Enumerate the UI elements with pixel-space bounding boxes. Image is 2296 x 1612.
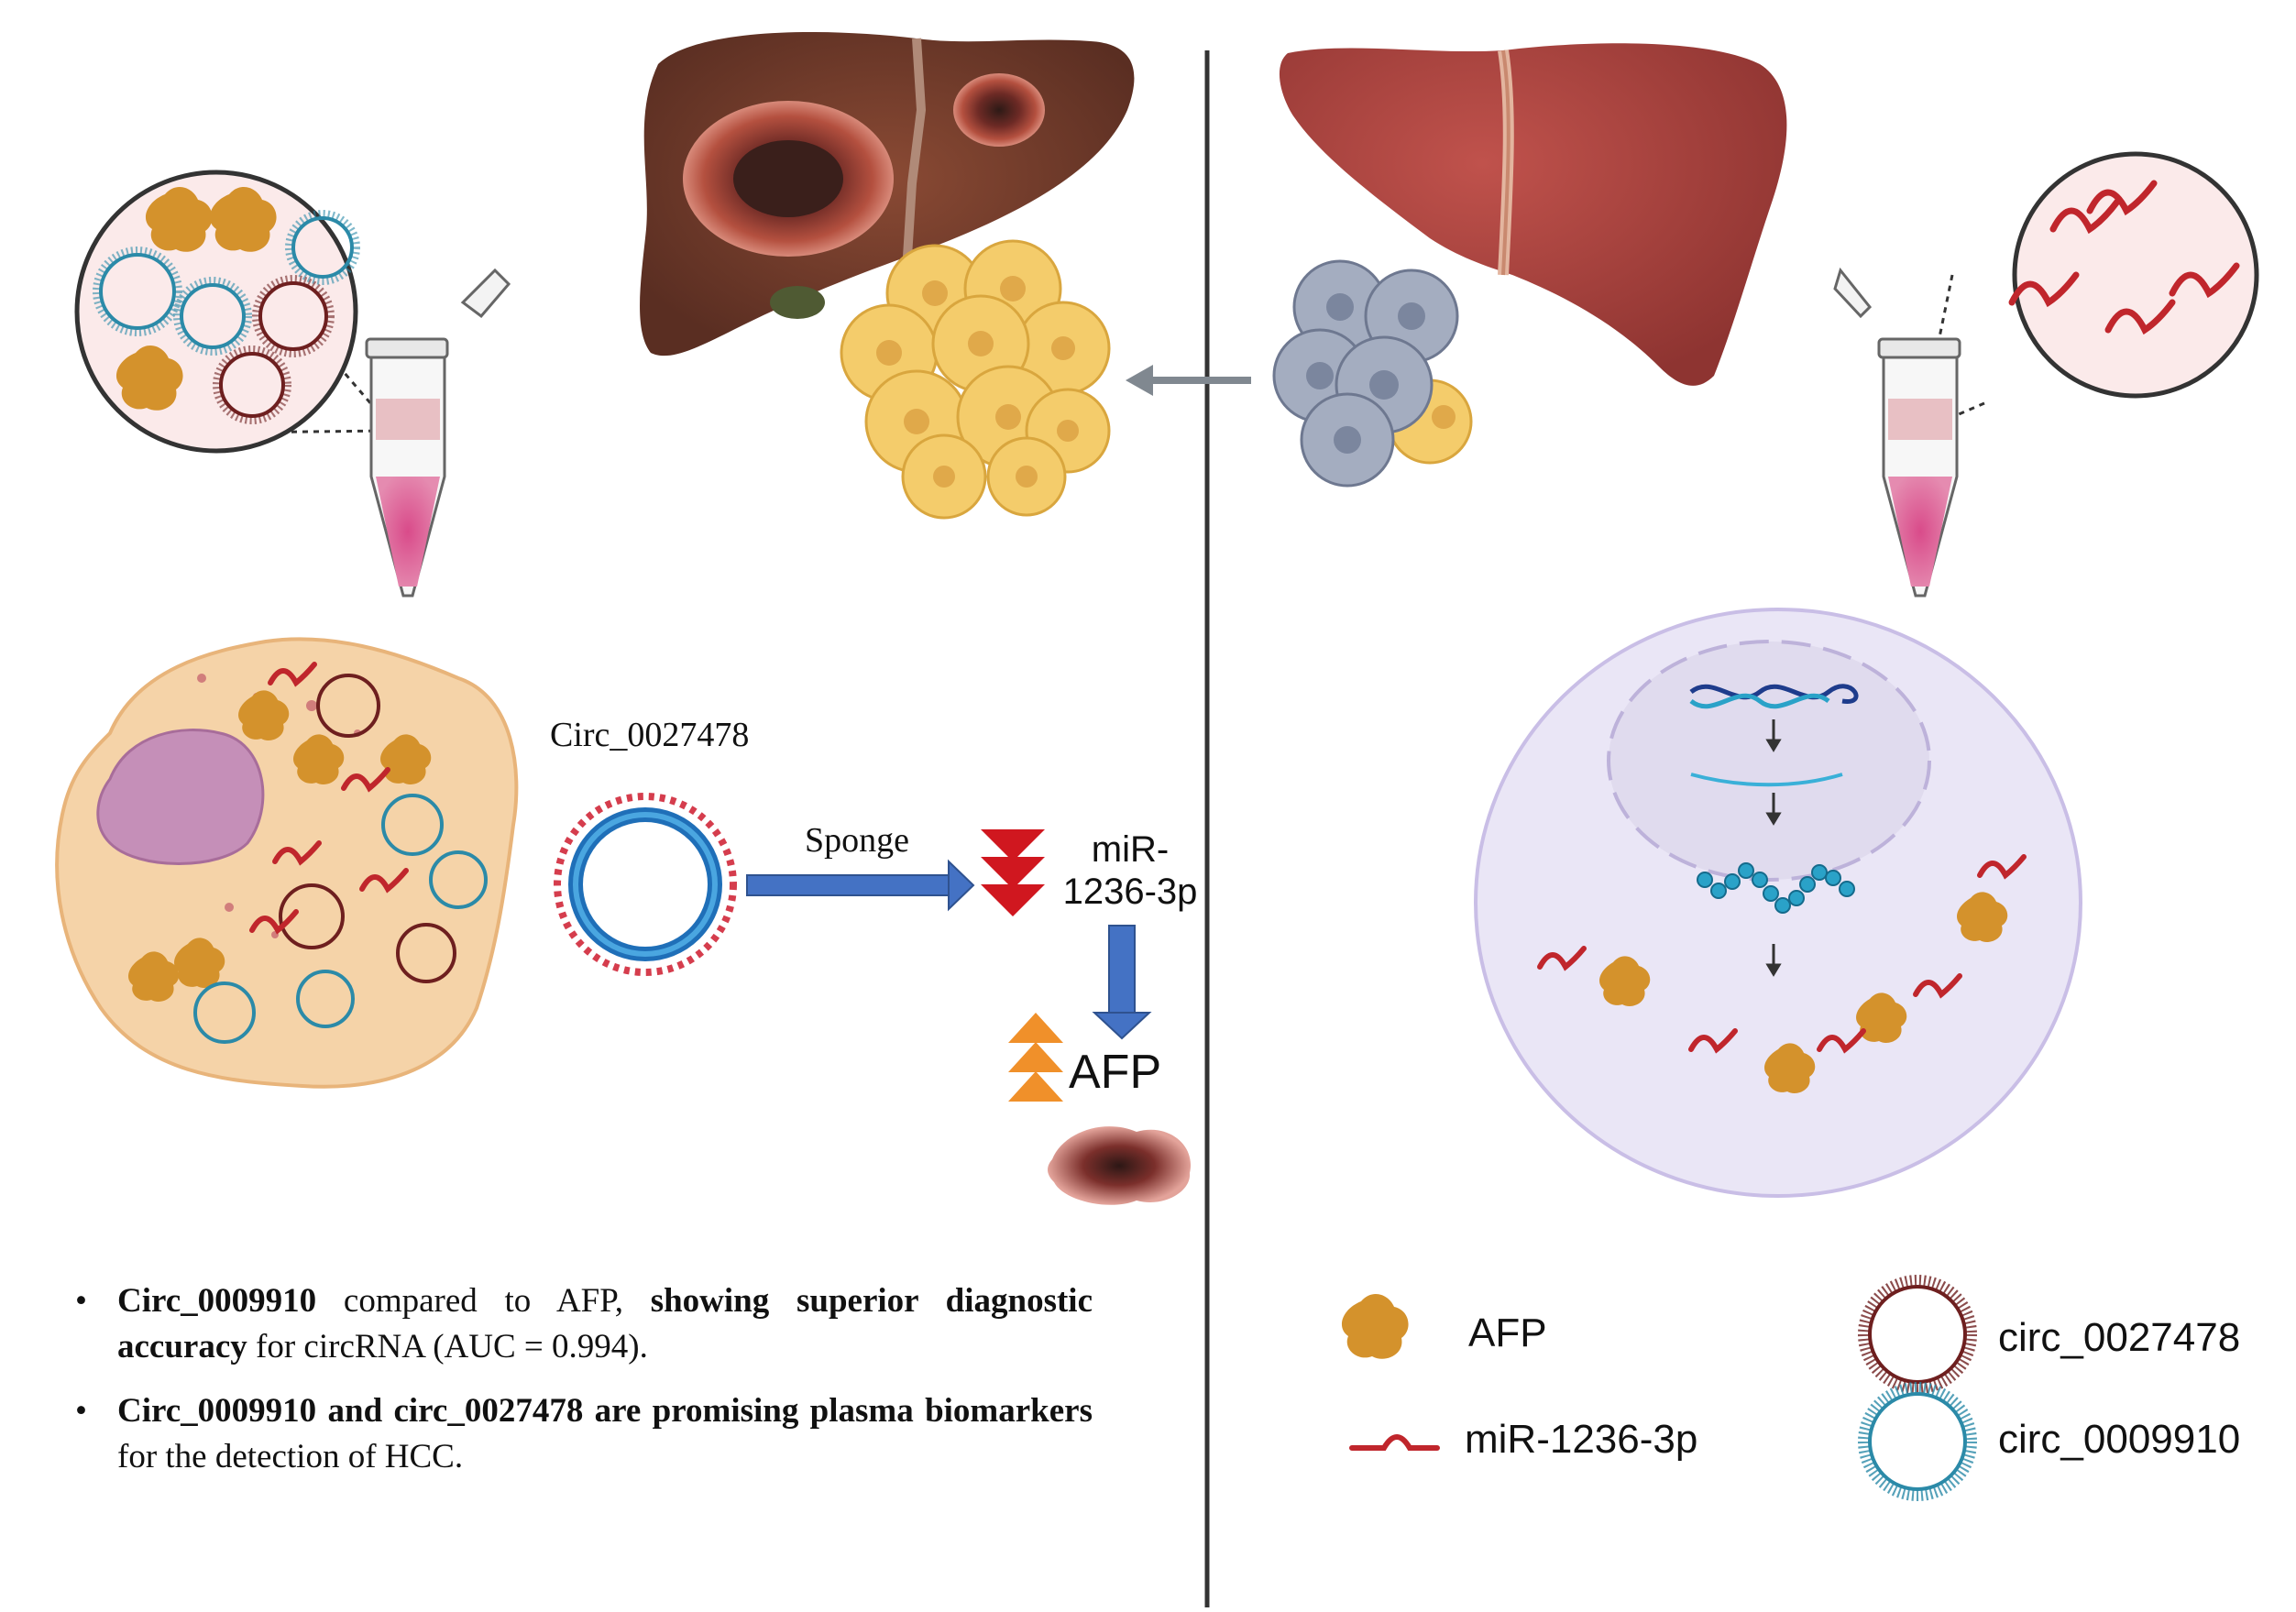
hcc-cell xyxy=(55,637,519,1089)
tube-icon xyxy=(365,268,511,598)
finding-text: compared to AFP, xyxy=(316,1282,651,1320)
circ-0009910-marker xyxy=(93,210,360,356)
plasma-zoom-right xyxy=(1918,151,2259,433)
finding-bullet: Circ_0009910 compared to AFP, showing su… xyxy=(75,1278,1093,1370)
finding-text: Circ_0009910 xyxy=(117,1282,317,1320)
plasma-zoom-left xyxy=(74,170,396,454)
tumor-icon xyxy=(1048,1126,1192,1205)
progression-arrow xyxy=(1126,365,1251,396)
tumor-cell-cluster-icon xyxy=(840,239,1111,520)
key-findings: Circ_0009910 compared to AFP, showing su… xyxy=(75,1278,1093,1498)
finding-text: for circRNA (AUC = 0.994). xyxy=(247,1328,648,1365)
legend-afp-icon xyxy=(1341,1294,1409,1359)
dna-icon xyxy=(1689,684,1859,709)
legend-mir-icon xyxy=(1349,1434,1440,1451)
legend-circ-0009910-icon xyxy=(1858,1382,1977,1501)
liver-healthy-icon xyxy=(1279,43,1787,386)
tube-icon xyxy=(1833,267,1961,598)
mir-marker xyxy=(2008,180,2240,335)
finding-text: for the detection of HCC. xyxy=(117,1438,464,1475)
legend-circ-0027478-label: circ_0027478 xyxy=(1998,1315,2241,1360)
mir-label-text: miR- 1236-3p xyxy=(1062,829,1198,912)
liver-diseased-icon xyxy=(640,32,1135,356)
normal-cell-cluster-icon xyxy=(1272,259,1473,488)
legend-mir-label: miR-1236-3p xyxy=(1465,1417,1698,1462)
finding-text: showing superior diagnostic accuracy xyxy=(117,1282,1093,1365)
mrna-icon xyxy=(1690,773,1843,787)
legend-afp-label: AFP xyxy=(1468,1310,1547,1355)
process-arrows xyxy=(1765,719,1782,977)
circ-0027478-ring xyxy=(554,793,737,976)
legend-circ-0009910-label: circ_0009910 xyxy=(1998,1417,2241,1462)
finding-bullet: Circ_0009910 and circ_0027478 are promis… xyxy=(75,1388,1093,1480)
circ-0027478-label: Circ_0027478 xyxy=(550,716,750,754)
legend-circ-0027478-icon xyxy=(1858,1275,1977,1394)
circ-0027478-marker xyxy=(213,275,335,424)
mir-label: miR- 1236-3p xyxy=(1052,828,1208,913)
afp-label: AFP xyxy=(1069,1046,1162,1099)
afp-protein xyxy=(1599,892,2008,1094)
afp-protein xyxy=(115,187,277,411)
mir-down-arrows xyxy=(981,829,1045,916)
afp-up-arrows xyxy=(1008,1013,1063,1102)
protein-chain-icon xyxy=(1697,862,1855,914)
sponge-label: Sponge xyxy=(805,821,909,860)
sponge-arrow xyxy=(746,859,975,912)
finding-text: Circ_0009910 and circ_0027478 are promis… xyxy=(117,1392,1093,1430)
mir-marker xyxy=(1537,854,2027,1054)
down-arrow xyxy=(1092,925,1152,1040)
